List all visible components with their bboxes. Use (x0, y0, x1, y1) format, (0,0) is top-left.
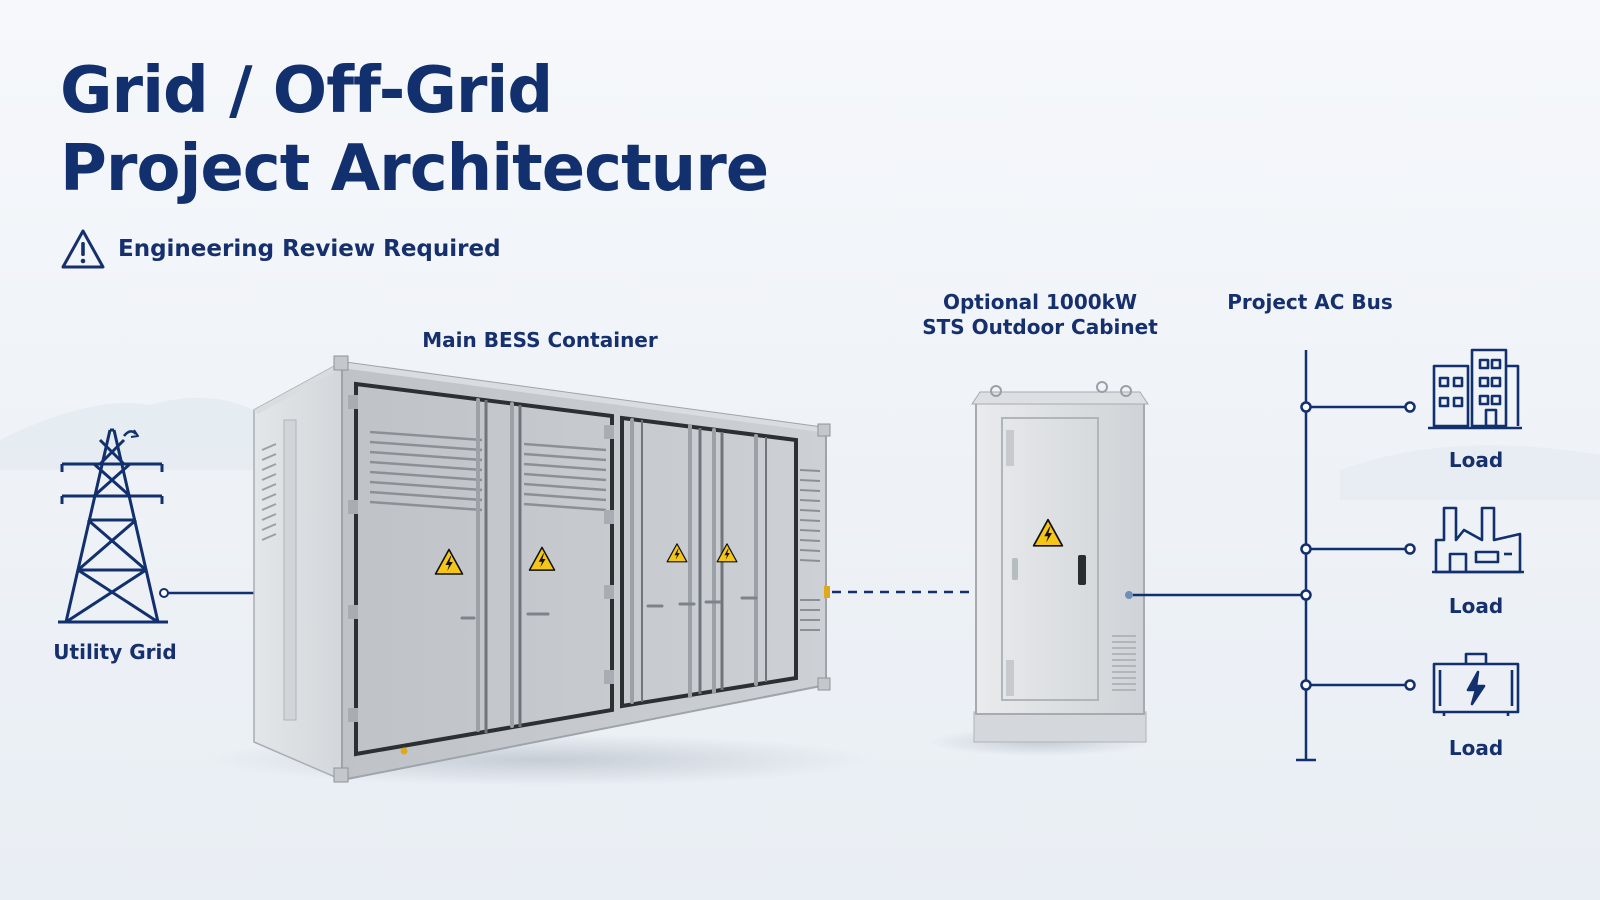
bess-container (253, 355, 831, 783)
warning-triangle-icon (61, 229, 105, 269)
transmission-tower-icon (58, 428, 168, 624)
load-label: Load (1448, 594, 1504, 618)
page-title: Grid / Off-Grid Project Architecture (60, 52, 769, 208)
office-building-icon (1428, 348, 1522, 430)
project-ac-bus (1133, 350, 1416, 762)
sts-outdoor-cabinet (971, 381, 1149, 743)
ev-charger-icon (1432, 652, 1520, 716)
title-line-2: Project Architecture (60, 132, 769, 206)
engineering-review-notice: Engineering Review Required (60, 228, 501, 270)
sts-cabinet-label-line-2: STS Outdoor Cabinet (922, 315, 1158, 339)
sts-cabinet-label: Optional 1000kW STS Outdoor Cabinet (880, 290, 1200, 340)
load-label: Load (1448, 448, 1504, 472)
bess-container-label: Main BESS Container (422, 328, 658, 352)
warning-text: Engineering Review Required (118, 236, 501, 262)
factory-icon (1432, 506, 1524, 574)
ac-bus-label: Project AC Bus (1227, 290, 1393, 314)
utility-grid-label: Utility Grid (53, 640, 177, 664)
title-line-1: Grid / Off-Grid (60, 54, 553, 128)
grid-connection-line (159, 588, 268, 598)
sts-cabinet-label-line-1: Optional 1000kW (942, 290, 1138, 314)
load-label: Load (1448, 736, 1504, 760)
